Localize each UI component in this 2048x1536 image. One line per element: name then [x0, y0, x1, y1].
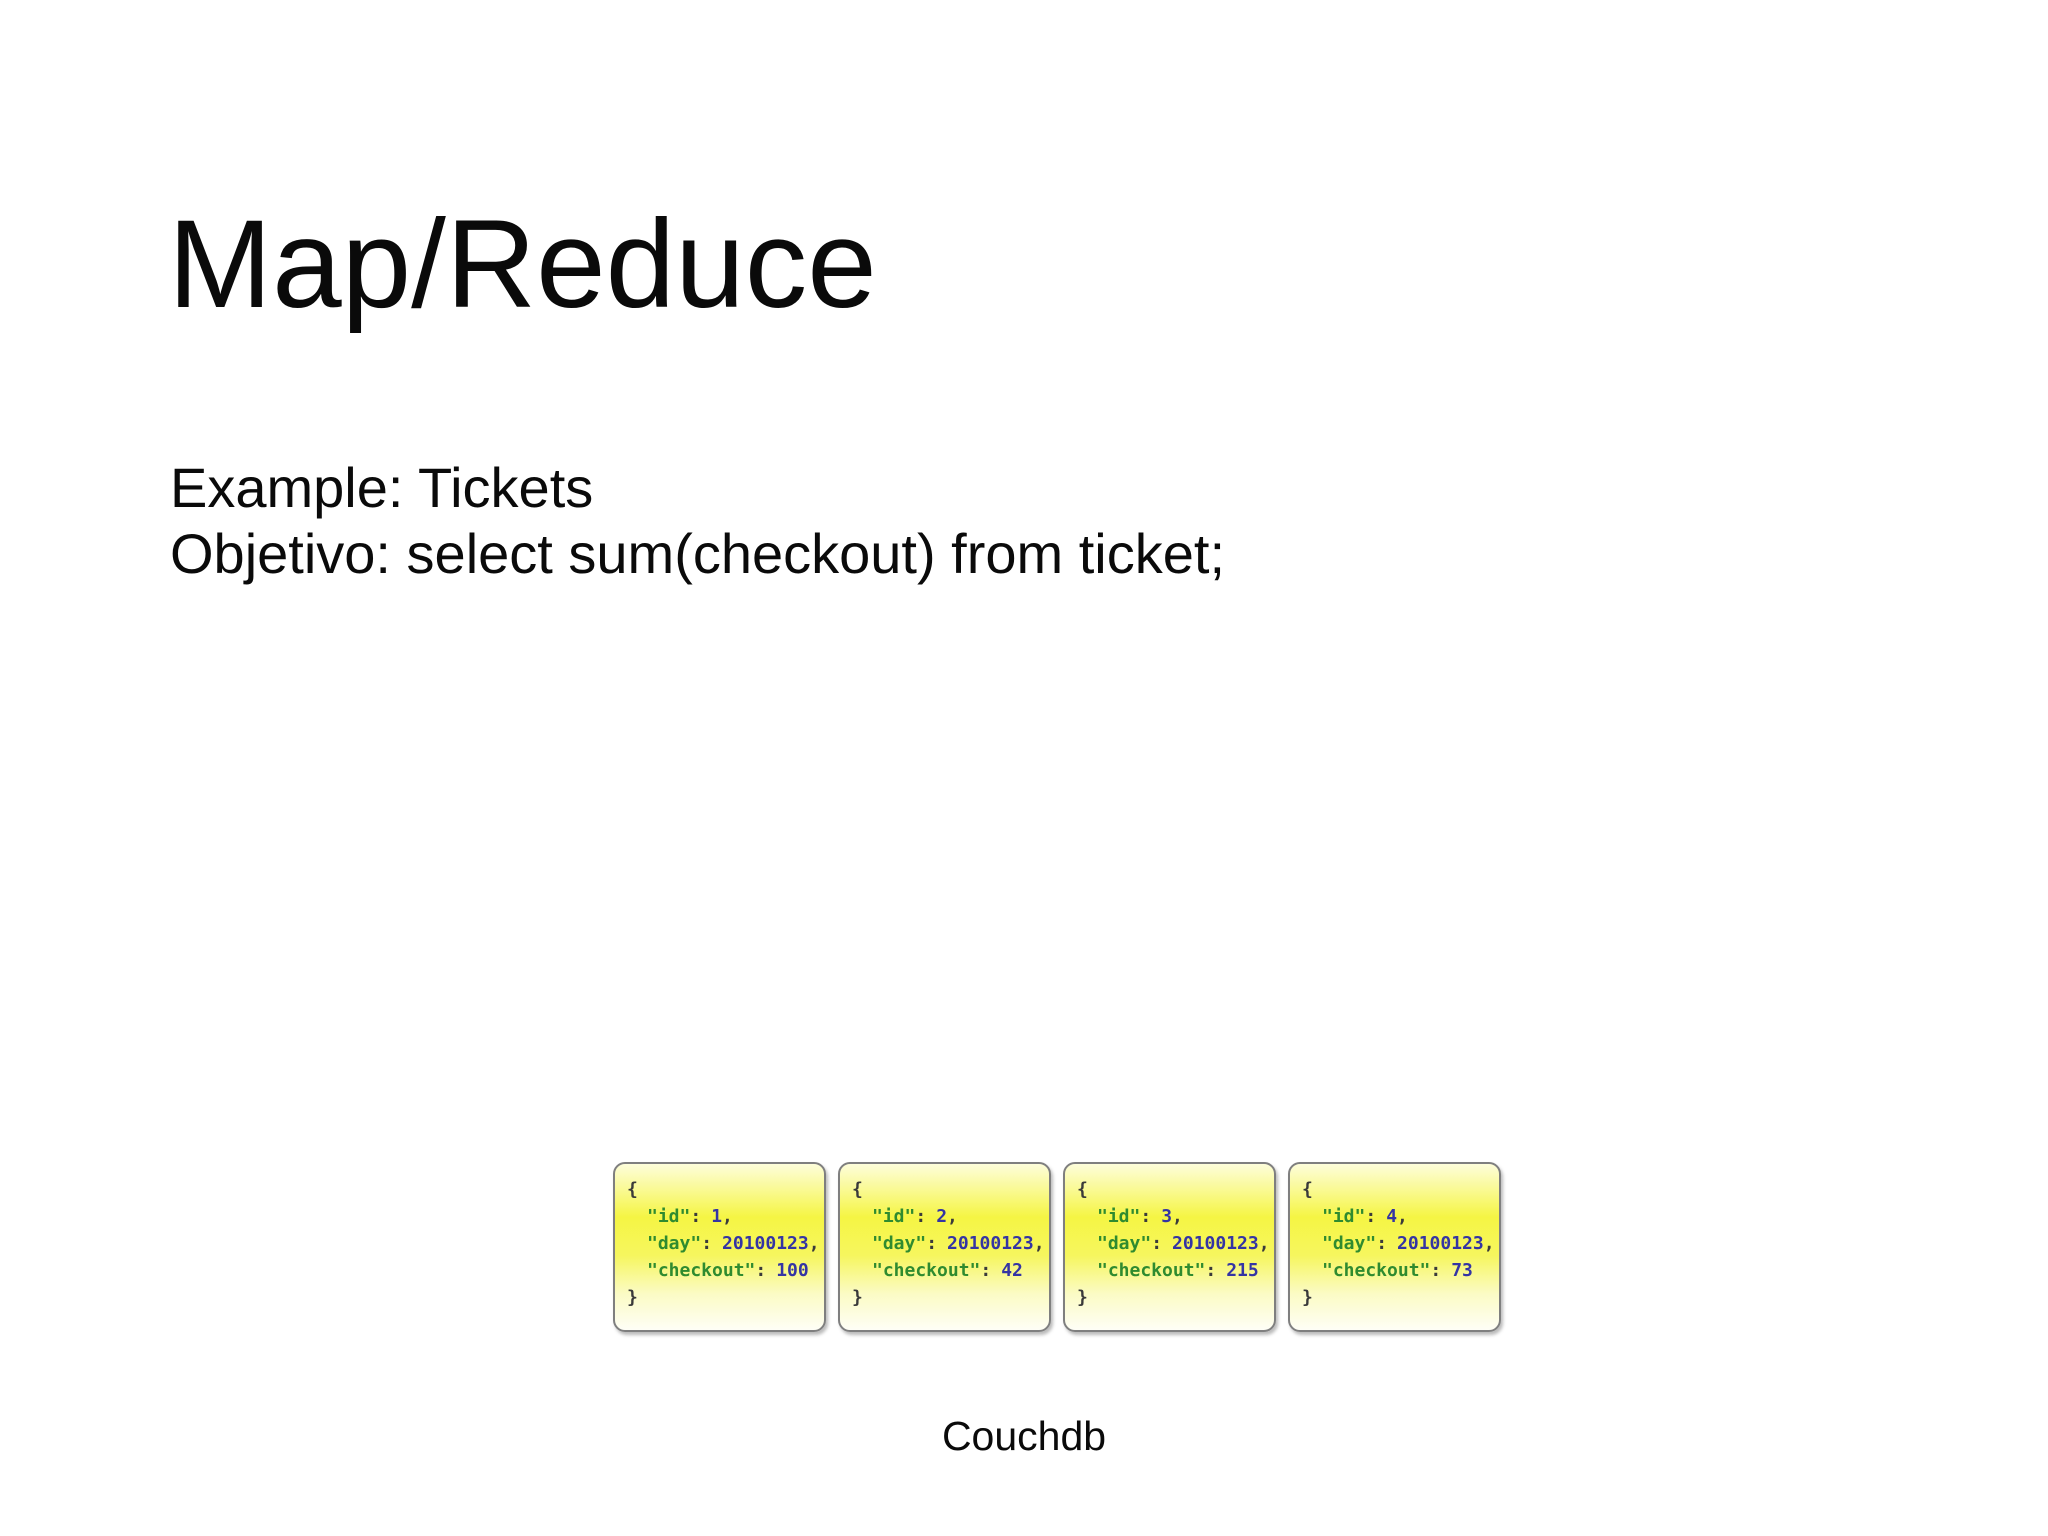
json-colon: :	[980, 1260, 992, 1281]
json-line-close: }	[1302, 1284, 1493, 1311]
json-line-id: "id":2,	[852, 1203, 1043, 1230]
json-line-checkout: "checkout":73	[1302, 1257, 1493, 1284]
json-line-open: {	[852, 1176, 1043, 1203]
json-key-checkout: "checkout"	[872, 1260, 981, 1281]
json-key-id: "id"	[1097, 1206, 1141, 1227]
json-value-id: 3	[1161, 1206, 1173, 1227]
json-colon: :	[1365, 1206, 1377, 1227]
json-comma: ,	[947, 1206, 958, 1227]
ticket-card-4: { "id":4, "day":20100123, "checkout":73 …	[1288, 1162, 1501, 1332]
json-key-day: "day"	[872, 1233, 927, 1254]
open-brace: {	[1077, 1179, 1088, 1200]
json-line-checkout: "checkout":100	[627, 1257, 818, 1284]
json-comma: ,	[1397, 1206, 1408, 1227]
json-line-close: }	[1077, 1284, 1268, 1311]
slide-title: Map/Reduce	[168, 195, 877, 334]
open-brace: {	[627, 1179, 638, 1200]
json-key-id: "id"	[872, 1206, 916, 1227]
json-key-checkout: "checkout"	[647, 1260, 756, 1281]
json-colon: :	[1430, 1260, 1442, 1281]
open-brace: {	[1302, 1179, 1313, 1200]
json-key-id: "id"	[647, 1206, 691, 1227]
json-comma: ,	[1483, 1233, 1495, 1254]
slide-subtitle: Example: Tickets Objetivo: select sum(ch…	[170, 455, 1225, 587]
json-value-checkout: 215	[1226, 1260, 1259, 1281]
ticket-card-1: { "id":1, "day":20100123, "checkout":100…	[613, 1162, 826, 1332]
json-colon: :	[701, 1233, 713, 1254]
json-comma: ,	[1033, 1233, 1045, 1254]
json-line-close: }	[627, 1284, 818, 1311]
json-value-checkout: 73	[1451, 1260, 1473, 1281]
json-comma: ,	[808, 1233, 820, 1254]
json-value-id: 2	[936, 1206, 948, 1227]
json-comma: ,	[1172, 1206, 1183, 1227]
slide-caption: Couchdb	[941, 1413, 1107, 1459]
json-value-day: 20100123	[947, 1233, 1034, 1254]
json-comma: ,	[722, 1206, 733, 1227]
json-colon: :	[1140, 1206, 1152, 1227]
json-line-id: "id":4,	[1302, 1203, 1493, 1230]
json-value-checkout: 100	[776, 1260, 809, 1281]
close-brace: }	[627, 1287, 638, 1308]
subtitle-example-line: Example: Tickets	[170, 456, 594, 519]
json-colon: :	[915, 1206, 927, 1227]
json-value-day: 20100123	[1172, 1233, 1259, 1254]
json-comma: ,	[1258, 1233, 1270, 1254]
json-value-day: 20100123	[1397, 1233, 1484, 1254]
close-brace: }	[1302, 1287, 1313, 1308]
json-colon: :	[755, 1260, 767, 1281]
json-line-day: "day":20100123,	[627, 1230, 820, 1257]
json-line-checkout: "checkout":42	[852, 1257, 1043, 1284]
json-line-open: {	[1302, 1176, 1493, 1203]
json-value-id: 4	[1386, 1206, 1398, 1227]
json-colon: :	[690, 1206, 702, 1227]
json-colon: :	[1151, 1233, 1163, 1254]
ticket-card-3: { "id":3, "day":20100123, "checkout":215…	[1063, 1162, 1276, 1332]
json-colon: :	[1205, 1260, 1217, 1281]
open-brace: {	[852, 1179, 863, 1200]
json-key-checkout: "checkout"	[1097, 1260, 1206, 1281]
json-key-day: "day"	[1097, 1233, 1152, 1254]
json-colon: :	[926, 1233, 938, 1254]
json-key-day: "day"	[1322, 1233, 1377, 1254]
json-line-day: "day":20100123,	[1302, 1230, 1495, 1257]
json-value-id: 1	[711, 1206, 723, 1227]
json-key-id: "id"	[1322, 1206, 1366, 1227]
json-line-id: "id":3,	[1077, 1203, 1268, 1230]
json-colon: :	[1376, 1233, 1388, 1254]
json-key-day: "day"	[647, 1233, 702, 1254]
ticket-cards-row: { "id":1, "day":20100123, "checkout":100…	[613, 1162, 1501, 1332]
close-brace: }	[1077, 1287, 1088, 1308]
subtitle-objective-line: Objetivo: select sum(checkout) from tick…	[170, 522, 1226, 585]
json-line-day: "day":20100123,	[852, 1230, 1045, 1257]
json-line-open: {	[1077, 1176, 1268, 1203]
ticket-card-2: { "id":2, "day":20100123, "checkout":42 …	[838, 1162, 1051, 1332]
json-value-checkout: 42	[1001, 1260, 1023, 1281]
json-key-checkout: "checkout"	[1322, 1260, 1431, 1281]
json-line-open: {	[627, 1176, 818, 1203]
json-line-day: "day":20100123,	[1077, 1230, 1270, 1257]
json-line-close: }	[852, 1284, 1043, 1311]
close-brace: }	[852, 1287, 863, 1308]
json-value-day: 20100123	[722, 1233, 809, 1254]
json-line-id: "id":1,	[627, 1203, 818, 1230]
json-line-checkout: "checkout":215	[1077, 1257, 1268, 1284]
